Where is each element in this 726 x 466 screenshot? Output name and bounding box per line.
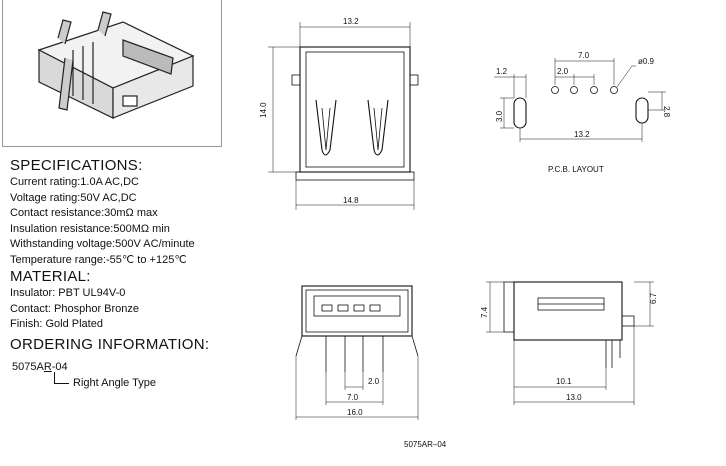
- material-contact: Contact: Phosphor Bronze: [10, 302, 140, 315]
- pcb-layout: 1.2 7.0 2.0 ø0.9 3.0 2.8 13.2 P.C.B. LAY…: [494, 51, 671, 174]
- ordering-code-prefix: 5075A: [12, 361, 44, 373]
- material-heading: MATERIAL:: [10, 268, 91, 285]
- pcb-dim-2-8: 2.8: [662, 106, 671, 118]
- ordering-code-suffix: -04: [51, 361, 68, 373]
- part-number-caption: 5075AR–04: [404, 440, 447, 449]
- side-dim-6-7: 6.7: [649, 292, 658, 304]
- pcb-dim-2-0: 2.0: [557, 67, 569, 76]
- product-photo-frame: [2, 0, 222, 147]
- ordering-code-marked: R: [43, 361, 52, 373]
- end-view: 2.0 7.0 16.0: [295, 285, 419, 420]
- ordering-leader-line: [54, 372, 69, 384]
- pcb-dim-hole-dia: ø0.9: [638, 57, 655, 66]
- pcb-dim-13-2: 13.2: [574, 130, 590, 139]
- front-height-dim: 14.0: [259, 102, 268, 118]
- spec-contact-resistance: Contact resistance:30mΩ max: [10, 207, 158, 219]
- material-insulator: Insulator: PBT UL94V-0: [10, 287, 126, 299]
- pcb-dim-1-2: 1.2: [496, 67, 508, 76]
- end-dim-7-0: 7.0: [347, 393, 359, 402]
- spec-withstanding-voltage: Withstanding voltage:500V AC/minute: [10, 238, 195, 250]
- connector-isometric-image: [37, 11, 195, 119]
- ordering-heading: ORDERING INFORMATION:: [10, 335, 210, 353]
- spec-temperature-range: Temperature range:-55℃ to +125℃: [10, 253, 187, 266]
- side-dim-7-4: 7.4: [480, 306, 489, 318]
- spec-current-rating: Current rating:1.0A AC,DC: [10, 176, 140, 188]
- material-finish: Finish: Gold Plated: [10, 318, 103, 330]
- side-dim-10-1: 10.1: [556, 377, 572, 386]
- front-view: 13.2 14.0 14.8: [259, 17, 419, 210]
- end-dim-2-0: 2.0: [368, 377, 380, 386]
- front-width-bottom-dim: 14.8: [343, 196, 359, 205]
- side-view: 7.4 6.7 10.1 13.0: [480, 281, 658, 405]
- end-dim-16-0: 16.0: [347, 408, 363, 417]
- spec-insulation-resistance: Insulation resistance:500MΩ min: [10, 222, 170, 235]
- pcb-dim-7-0: 7.0: [578, 51, 590, 60]
- specifications-heading: SPECIFICATIONS:: [10, 157, 143, 174]
- side-dim-13-0: 13.0: [566, 393, 582, 402]
- front-width-top-dim: 13.2: [343, 17, 359, 26]
- pcb-dim-3-0: 3.0: [495, 110, 504, 122]
- ordering-type-label: Right Angle Type: [73, 377, 156, 389]
- spec-voltage-rating: Voltage rating:50V AC,DC: [10, 191, 137, 204]
- spec-block: SPECIFICATIONS: Current rating:1.0A AC,D…: [10, 157, 240, 354]
- ordering-code: 5075AR-04: [12, 361, 68, 373]
- pcb-layout-label: P.C.B. LAYOUT: [548, 165, 604, 174]
